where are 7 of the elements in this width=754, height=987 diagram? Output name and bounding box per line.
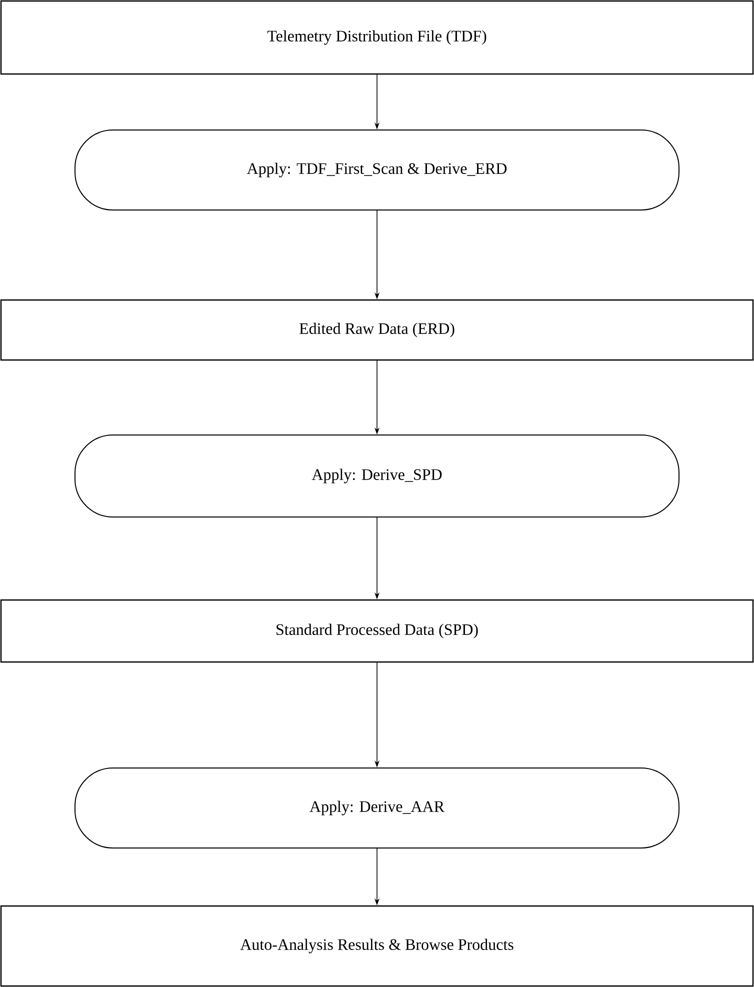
data-box: Telemetry Distribution File (TDF) [0,0,754,75]
process-box: Apply: Derive_AAR [74,768,680,848]
data-box: Auto-Analysis Results & Browse Products [0,905,754,987]
data-box: Edited Raw Data (ERD) [0,299,754,361]
process-box: Apply: TDF_First_Scan & Derive_ERD [74,130,680,210]
process-box: Apply: Derive_SPD [74,434,680,518]
data-box: Standard Processed Data (SPD) [0,599,754,663]
